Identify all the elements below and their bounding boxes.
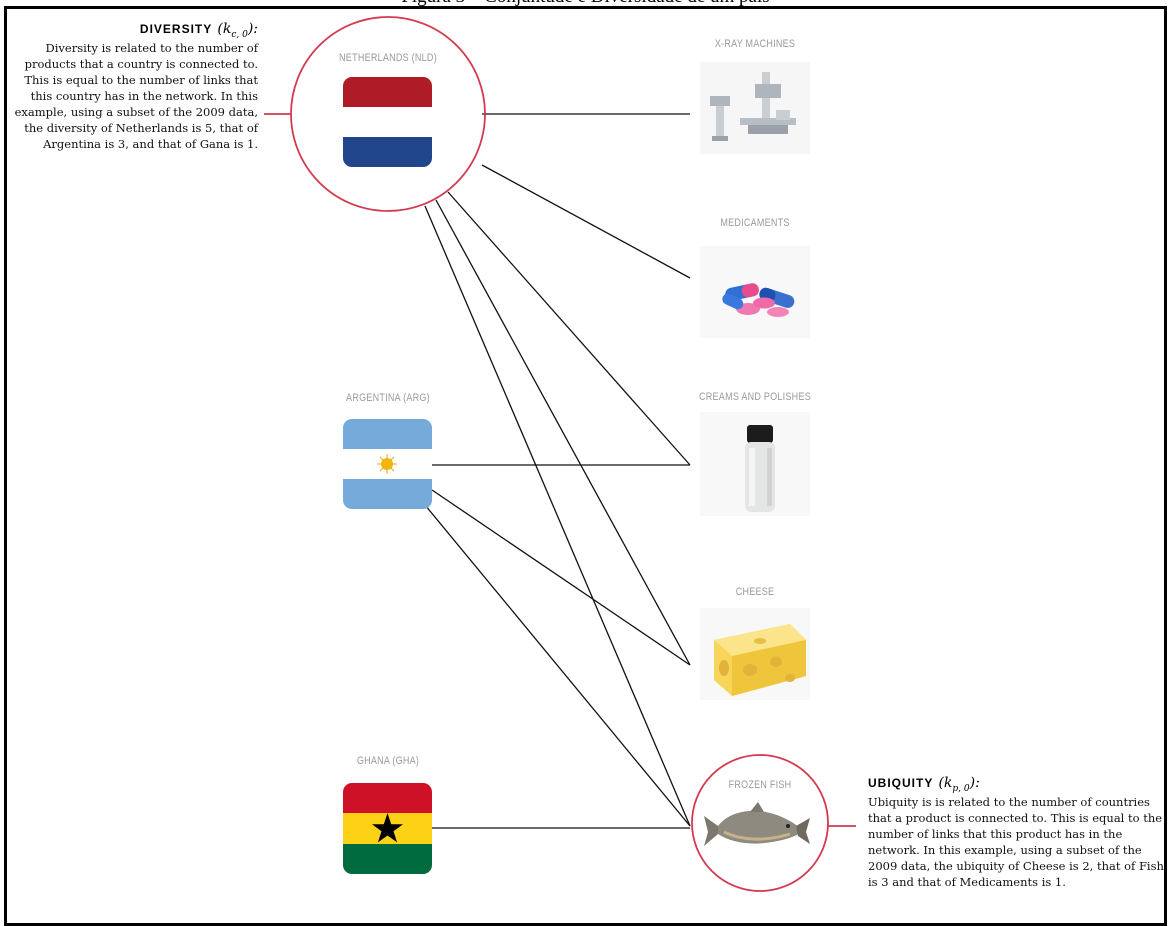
product-label-medicaments: MEDICAMENTS bbox=[720, 217, 790, 229]
diversity-heading: DIVERSITY (kc, 0): bbox=[12, 18, 258, 40]
link-arg-cheese bbox=[431, 489, 691, 666]
product-label-creams: CREAMS AND POLISHES bbox=[699, 391, 811, 403]
link-arg-fish bbox=[424, 504, 691, 827]
country-label-ghana: GHANA (GHA) bbox=[356, 755, 420, 767]
black-star-icon bbox=[372, 813, 403, 843]
frozen-fish-image bbox=[704, 802, 810, 846]
diversity-callout: DIVERSITY (kc, 0): Diversity is related … bbox=[12, 18, 258, 152]
sun-of-may-icon bbox=[377, 454, 397, 474]
link-nld-creams bbox=[447, 191, 691, 466]
ghana-flag bbox=[343, 783, 432, 874]
frozen-fish-highlight-circle bbox=[691, 754, 829, 892]
xray-machine-image bbox=[700, 62, 810, 154]
figure-caption: Figura 3 – Conjuntude e Diversidade de u… bbox=[0, 0, 1171, 8]
cheese-image bbox=[700, 608, 810, 700]
ubiquity-callout: UBIQUITY (kp, 0): Ubiquity is is related… bbox=[868, 772, 1168, 890]
ubiquity-description: Ubiquity is is related to the number of … bbox=[868, 794, 1164, 889]
creams-polishes-image bbox=[700, 412, 810, 516]
ubiquity-symbol: (kp, 0): bbox=[938, 775, 980, 794]
link-nld-medic bbox=[481, 164, 691, 279]
product-label-fish: FROZEN FISH bbox=[728, 779, 792, 791]
diversity-symbol: (kc, 0): bbox=[217, 21, 258, 40]
country-label-argentina: ARGENTINA (ARG) bbox=[346, 392, 430, 404]
diversity-title: DIVERSITY bbox=[139, 22, 213, 36]
medicaments-image bbox=[700, 246, 810, 338]
link-nld-fish bbox=[424, 205, 691, 827]
argentina-flag bbox=[343, 419, 432, 509]
country-label-netherlands: NETHERLANDS (NLD) bbox=[339, 52, 437, 64]
diversity-description: Diversity is related to the number of pr… bbox=[14, 40, 258, 151]
netherlands-flag bbox=[343, 77, 432, 167]
ubiquity-heading: UBIQUITY (kp, 0): bbox=[868, 772, 1168, 794]
ubiquity-title: UBIQUITY bbox=[868, 776, 934, 790]
network-diagram bbox=[264, 16, 856, 892]
link-nld-cheese bbox=[435, 199, 691, 666]
product-label-cheese: CHEESE bbox=[735, 586, 775, 598]
product-label-xray: X-RAY MACHINES bbox=[714, 38, 796, 50]
